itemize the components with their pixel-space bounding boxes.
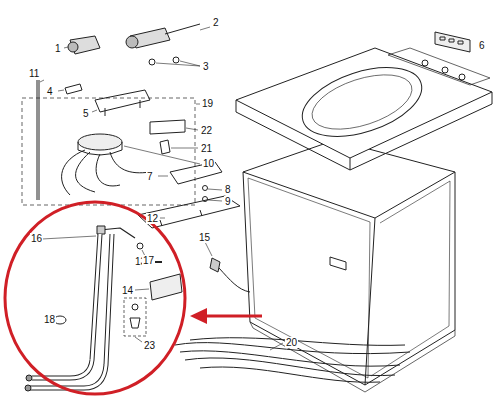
- callout-number: 2: [212, 17, 220, 28]
- callout-number: 22: [200, 125, 213, 136]
- callout-number: 5: [82, 108, 90, 119]
- callout-number: 12: [146, 213, 159, 224]
- callout-number: 16: [30, 233, 43, 244]
- callout-number: 9: [224, 196, 232, 207]
- callout-number: 17: [142, 255, 155, 266]
- callout-number: 11: [28, 68, 40, 79]
- callout-number: 6: [478, 40, 486, 51]
- callout-number: 10: [202, 158, 215, 169]
- callout-number: 21: [200, 143, 213, 154]
- callout-number: 15: [198, 232, 211, 243]
- callout-number: 14: [121, 285, 134, 296]
- callout-number: 1: [54, 43, 62, 54]
- callout-number: 4: [46, 86, 54, 97]
- callout-number: 8: [224, 184, 232, 195]
- callout-number: 3: [202, 61, 210, 72]
- callout-number: 20: [285, 337, 298, 348]
- callout-number: 18: [43, 314, 56, 325]
- callout-number: 23: [143, 340, 156, 351]
- callout-number: 19: [201, 98, 214, 109]
- callout-number: 7: [146, 171, 154, 182]
